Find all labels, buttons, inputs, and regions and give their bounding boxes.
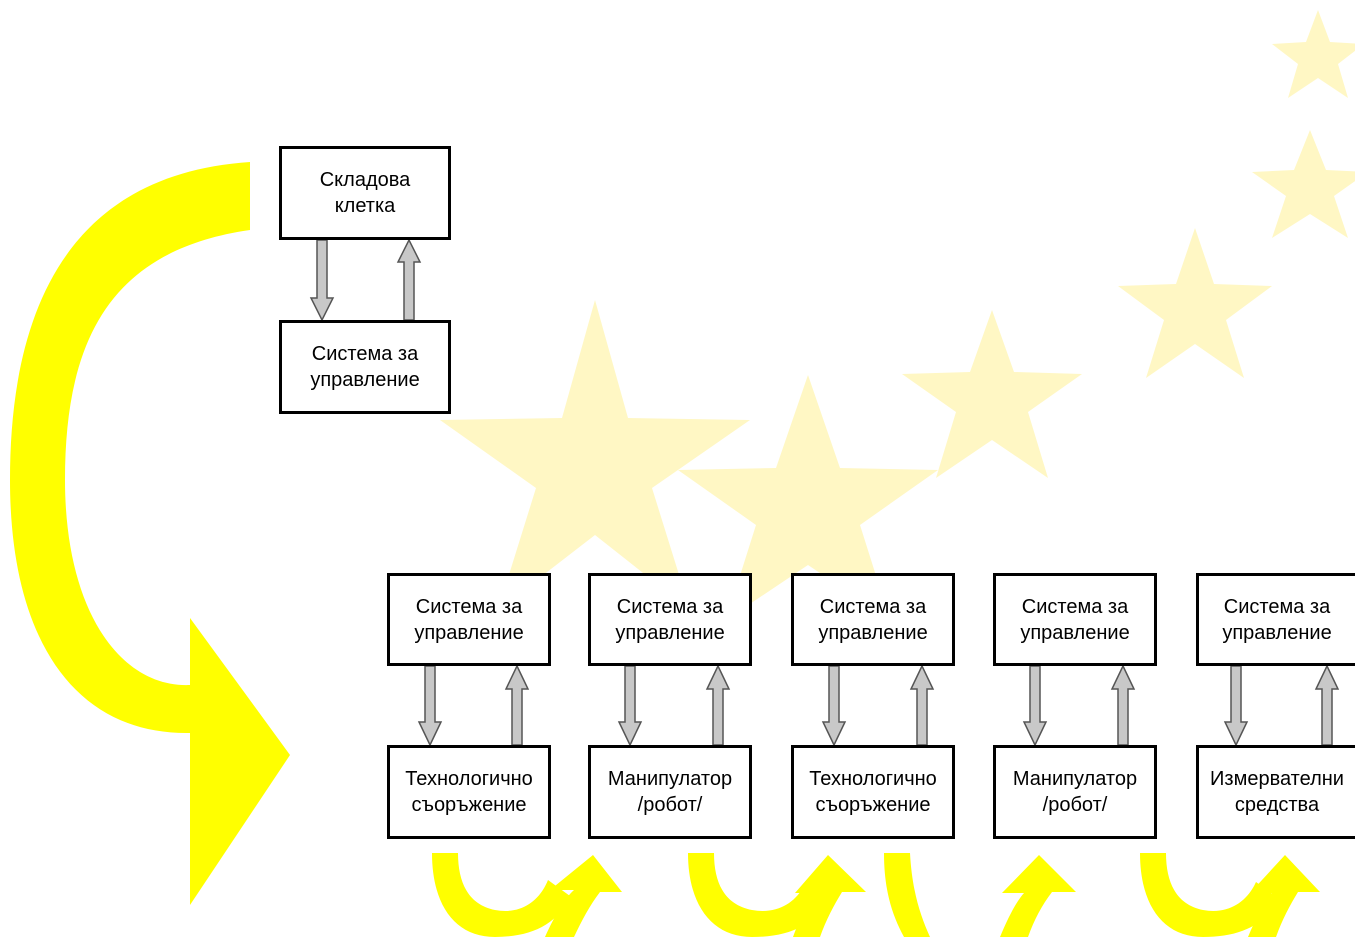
star-3	[902, 310, 1082, 478]
down-arrow-icon	[309, 239, 335, 322]
device-box-3: Технологично съоръжение	[791, 745, 955, 839]
device-label: Технологично съоръжение	[405, 768, 533, 816]
up-arrow-icon	[504, 664, 530, 746]
device-label: Манипулатор /робот/	[1012, 768, 1138, 816]
device-box-5: Измервателни средства	[1196, 745, 1355, 839]
control-system-box-5: Система за управление	[1196, 573, 1355, 666]
big-arrow-body	[10, 162, 250, 734]
up-arrow-icon	[909, 664, 935, 746]
top-control-system-box: Система за управление	[279, 320, 451, 414]
background-stars	[440, 10, 1355, 620]
top-connectors	[309, 238, 422, 322]
transfer-arrows	[432, 853, 1320, 937]
control-system-box-4: Система за управление	[993, 573, 1157, 666]
control-system-label: Система за управление	[615, 595, 725, 644]
top-control-system-label: Система за управление	[310, 343, 420, 391]
control-system-box-2: Система за управление	[588, 573, 752, 666]
up-arrow-icon	[396, 238, 422, 321]
control-system-label: Система за управление	[414, 595, 524, 644]
storage-cell-box: Складова клетка	[279, 146, 451, 240]
device-label: Измервателни средства	[1210, 768, 1344, 816]
down-arrow-icon	[1022, 665, 1048, 747]
up-arrow-icon	[705, 664, 731, 746]
big-arrow-head	[190, 618, 290, 905]
star-2	[678, 375, 938, 620]
column-connectors	[417, 664, 1340, 747]
u-curve-3	[884, 853, 930, 937]
control-system-label: Система за управление	[1222, 595, 1332, 644]
up-curve-arrow-3	[1000, 855, 1076, 937]
up-curve-arrow-4	[1248, 855, 1320, 937]
control-system-box-1: Система за управление	[387, 573, 551, 666]
storage-cell-label: Складова клетка	[319, 169, 411, 217]
device-box-2: Манипулатор /робот/	[588, 745, 752, 839]
control-system-label: Система за управление	[1020, 595, 1130, 644]
up-curve-arrow-2	[793, 855, 866, 937]
device-box-4: Манипулатор /робот/	[993, 745, 1157, 839]
star-5	[1252, 130, 1355, 238]
down-arrow-icon	[417, 665, 443, 747]
down-arrow-icon	[821, 665, 847, 747]
control-system-box-3: Система за управление	[791, 573, 955, 666]
device-label: Манипулатор /робот/	[607, 768, 733, 816]
star-1	[440, 300, 750, 610]
down-arrow-icon	[617, 665, 643, 747]
u-curve-4	[1140, 853, 1278, 937]
u-curve-2	[688, 853, 828, 937]
up-arrow-icon	[1314, 664, 1340, 746]
device-box-1: Технологично съоръжение	[387, 745, 551, 839]
up-curve-arrow-1	[545, 855, 622, 937]
big-curved-arrow	[10, 162, 290, 905]
device-label: Технологично съоръжение	[809, 768, 937, 816]
down-arrow-icon	[1223, 665, 1249, 747]
up-arrow-icon	[1110, 664, 1136, 746]
u-curve-1	[432, 853, 570, 937]
star-6	[1272, 10, 1355, 98]
control-system-label: Система за управление	[818, 595, 928, 644]
star-4	[1118, 228, 1272, 378]
